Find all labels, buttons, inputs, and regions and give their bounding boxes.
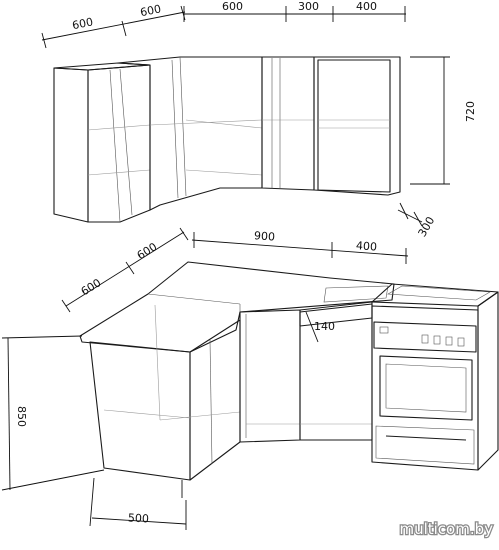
upper-right-cabinet — [313, 56, 401, 196]
stove-knob-icon — [433, 335, 441, 345]
lower-cabinets — [79, 261, 499, 498]
upper-right-cabinet-door — [317, 59, 391, 193]
stove-top — [371, 283, 499, 307]
sink-outline — [323, 285, 389, 303]
dim-upper-mid-run: 300 — [298, 0, 319, 13]
hob-surface — [386, 285, 492, 301]
stove-drawer — [375, 425, 475, 465]
upper-cabinets — [53, 56, 401, 223]
oven-door — [379, 355, 473, 421]
dim-lower-run-900: 900 — [254, 229, 276, 243]
dim-lower-left-depth: 600 — [79, 276, 104, 298]
upper-dimension-lines — [41, 5, 450, 227]
stove-knob-icon — [421, 334, 429, 344]
lower-return-cabinet — [89, 341, 191, 481]
watermark: multicom.by — [399, 520, 493, 538]
dimension-labels: 600 600 600 300 400 720 300 600 600 900 … — [15, 0, 477, 525]
lower-drawer — [299, 303, 373, 327]
dim-upper-height: 720 — [464, 101, 477, 122]
lower-return-cabinet-side — [189, 319, 241, 481]
upper-corner-cabinet — [117, 56, 263, 211]
upper-left-cabinet-side — [87, 64, 151, 223]
lower-mid-cabinet — [239, 309, 301, 443]
upper-mid-cabinet — [261, 56, 315, 191]
stove-knob-icon — [457, 337, 465, 347]
dim-upper-left-depth: 600 — [71, 15, 94, 32]
dim-upper-corner-run: 600 — [222, 0, 243, 13]
dim-upper-depth: 300 — [416, 214, 438, 239]
lower-dimension-lines — [1, 227, 409, 530]
stove-knob-icon — [379, 326, 389, 334]
dim-upper-right-run: 400 — [356, 0, 377, 13]
oven-window — [385, 363, 467, 413]
stove-side — [477, 291, 499, 471]
dim-lower-return-width: 500 — [128, 511, 150, 525]
stove-control-panel — [373, 321, 477, 353]
dim-lower-height: 850 — [15, 406, 28, 427]
upper-left-cabinet-front — [53, 67, 89, 223]
dim-lower-run-400: 400 — [356, 239, 378, 253]
dim-lower-left-width: 600 — [135, 240, 160, 262]
stove-knob-icon — [445, 336, 453, 346]
dim-drawer-height: 140 — [314, 320, 335, 333]
lower-drawer-cabinet — [299, 301, 373, 441]
dim-upper-left-width: 600 — [139, 2, 162, 19]
